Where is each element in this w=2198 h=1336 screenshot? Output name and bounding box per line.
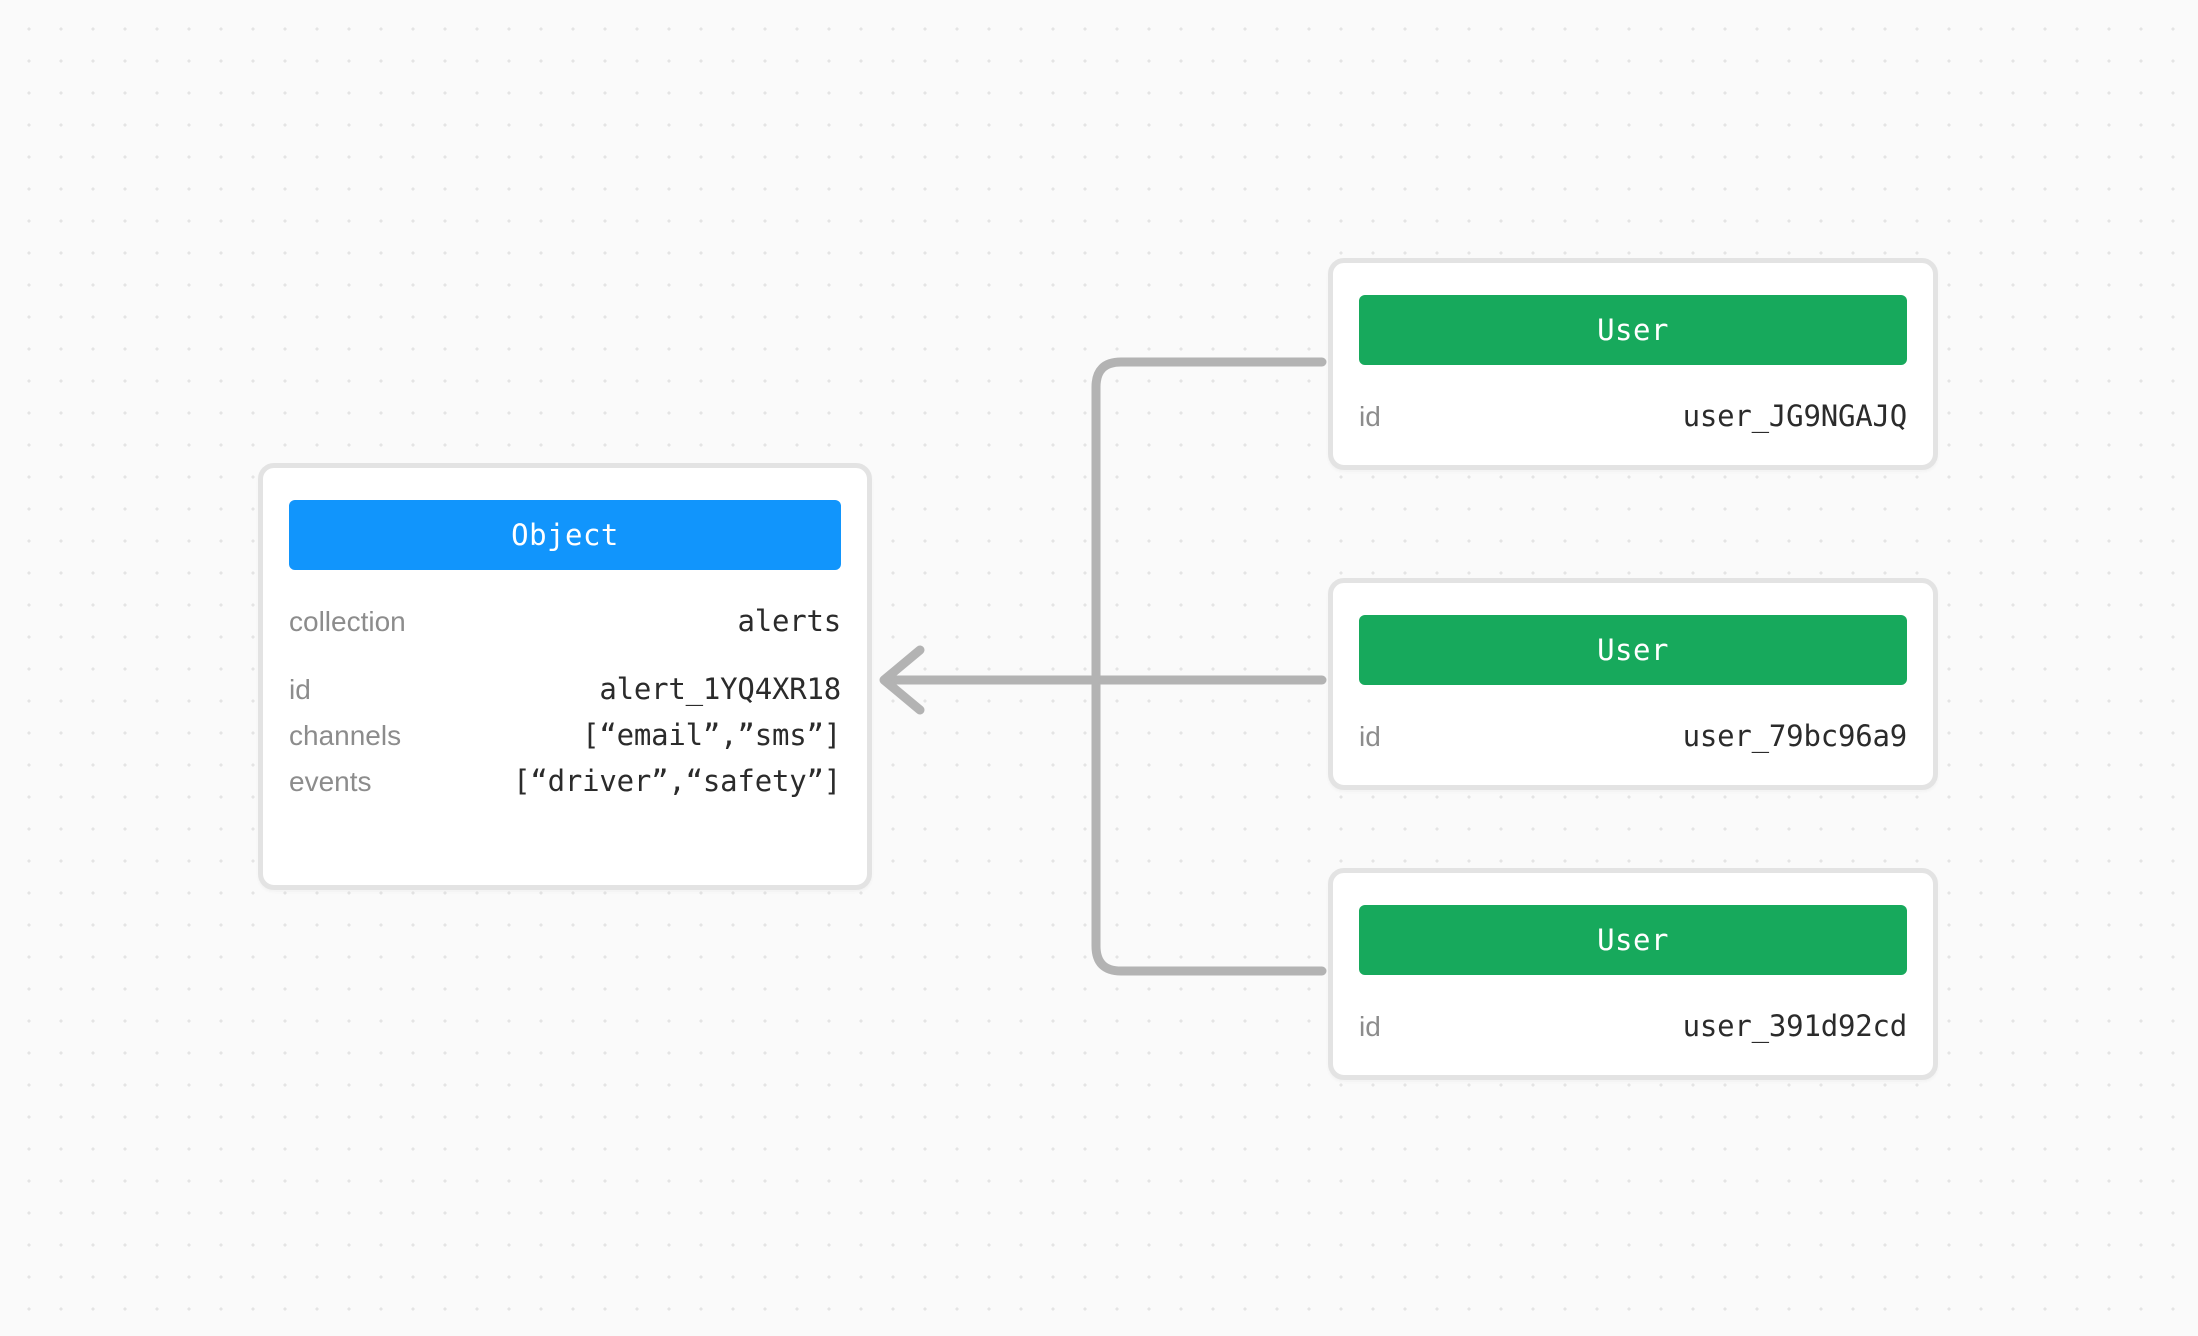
node-user-field-group: id user_79bc96a9	[1359, 719, 1907, 753]
field-value: user_JG9NGAJQ	[1682, 399, 1908, 433]
field-row[interactable]: collection alerts	[289, 604, 841, 638]
node-user-field-group: id user_JG9NGAJQ	[1359, 399, 1907, 433]
field-key: id	[289, 674, 311, 705]
field-row[interactable]: id user_79bc96a9	[1359, 719, 1907, 753]
edge-user-2-to-object	[1091, 675, 1327, 976]
field-value: alerts	[737, 604, 841, 638]
field-key: events	[289, 766, 372, 797]
node-user-field-group: id user_391d92cd	[1359, 1009, 1907, 1043]
field-value: alert_1YQ4XR18	[599, 672, 841, 706]
field-row[interactable]: id user_391d92cd	[1359, 1009, 1907, 1043]
field-key: id	[1359, 1011, 1381, 1042]
field-value: user_391d92cd	[1682, 1009, 1908, 1043]
node-user-type-badge: User	[1359, 905, 1907, 975]
field-value: [“email”,”sms”]	[582, 718, 841, 752]
field-key: id	[1359, 721, 1381, 752]
field-value: user_79bc96a9	[1682, 719, 1908, 753]
node-user[interactable]: User id user_391d92cd	[1328, 868, 1938, 1080]
edge-user-0-to-object	[1091, 357, 1327, 685]
field-key: channels	[289, 720, 402, 751]
node-object-field-group: id alert_1YQ4XR18 channels [“email”,”sms…	[289, 672, 841, 798]
field-key: id	[1359, 401, 1381, 432]
node-object-primary-field-group: collection alerts	[289, 604, 841, 638]
node-user[interactable]: User id user_JG9NGAJQ	[1328, 258, 1938, 470]
field-row[interactable]: channels [“email”,”sms”]	[289, 718, 841, 752]
node-object-type-badge: Object	[289, 500, 841, 570]
field-row[interactable]: id alert_1YQ4XR18	[289, 672, 841, 706]
edge-arrowhead-icon	[879, 645, 925, 715]
node-object[interactable]: Object collection alerts id alert_1YQ4XR…	[258, 463, 872, 890]
field-row[interactable]: id user_JG9NGAJQ	[1359, 399, 1907, 433]
field-row[interactable]: events [“driver”,“safety”]	[289, 764, 841, 798]
field-key: collection	[289, 606, 406, 637]
field-value: [“driver”,“safety”]	[513, 764, 841, 798]
node-user-type-badge: User	[1359, 615, 1907, 685]
node-user-type-badge: User	[1359, 295, 1907, 365]
node-user[interactable]: User id user_79bc96a9	[1328, 578, 1938, 790]
